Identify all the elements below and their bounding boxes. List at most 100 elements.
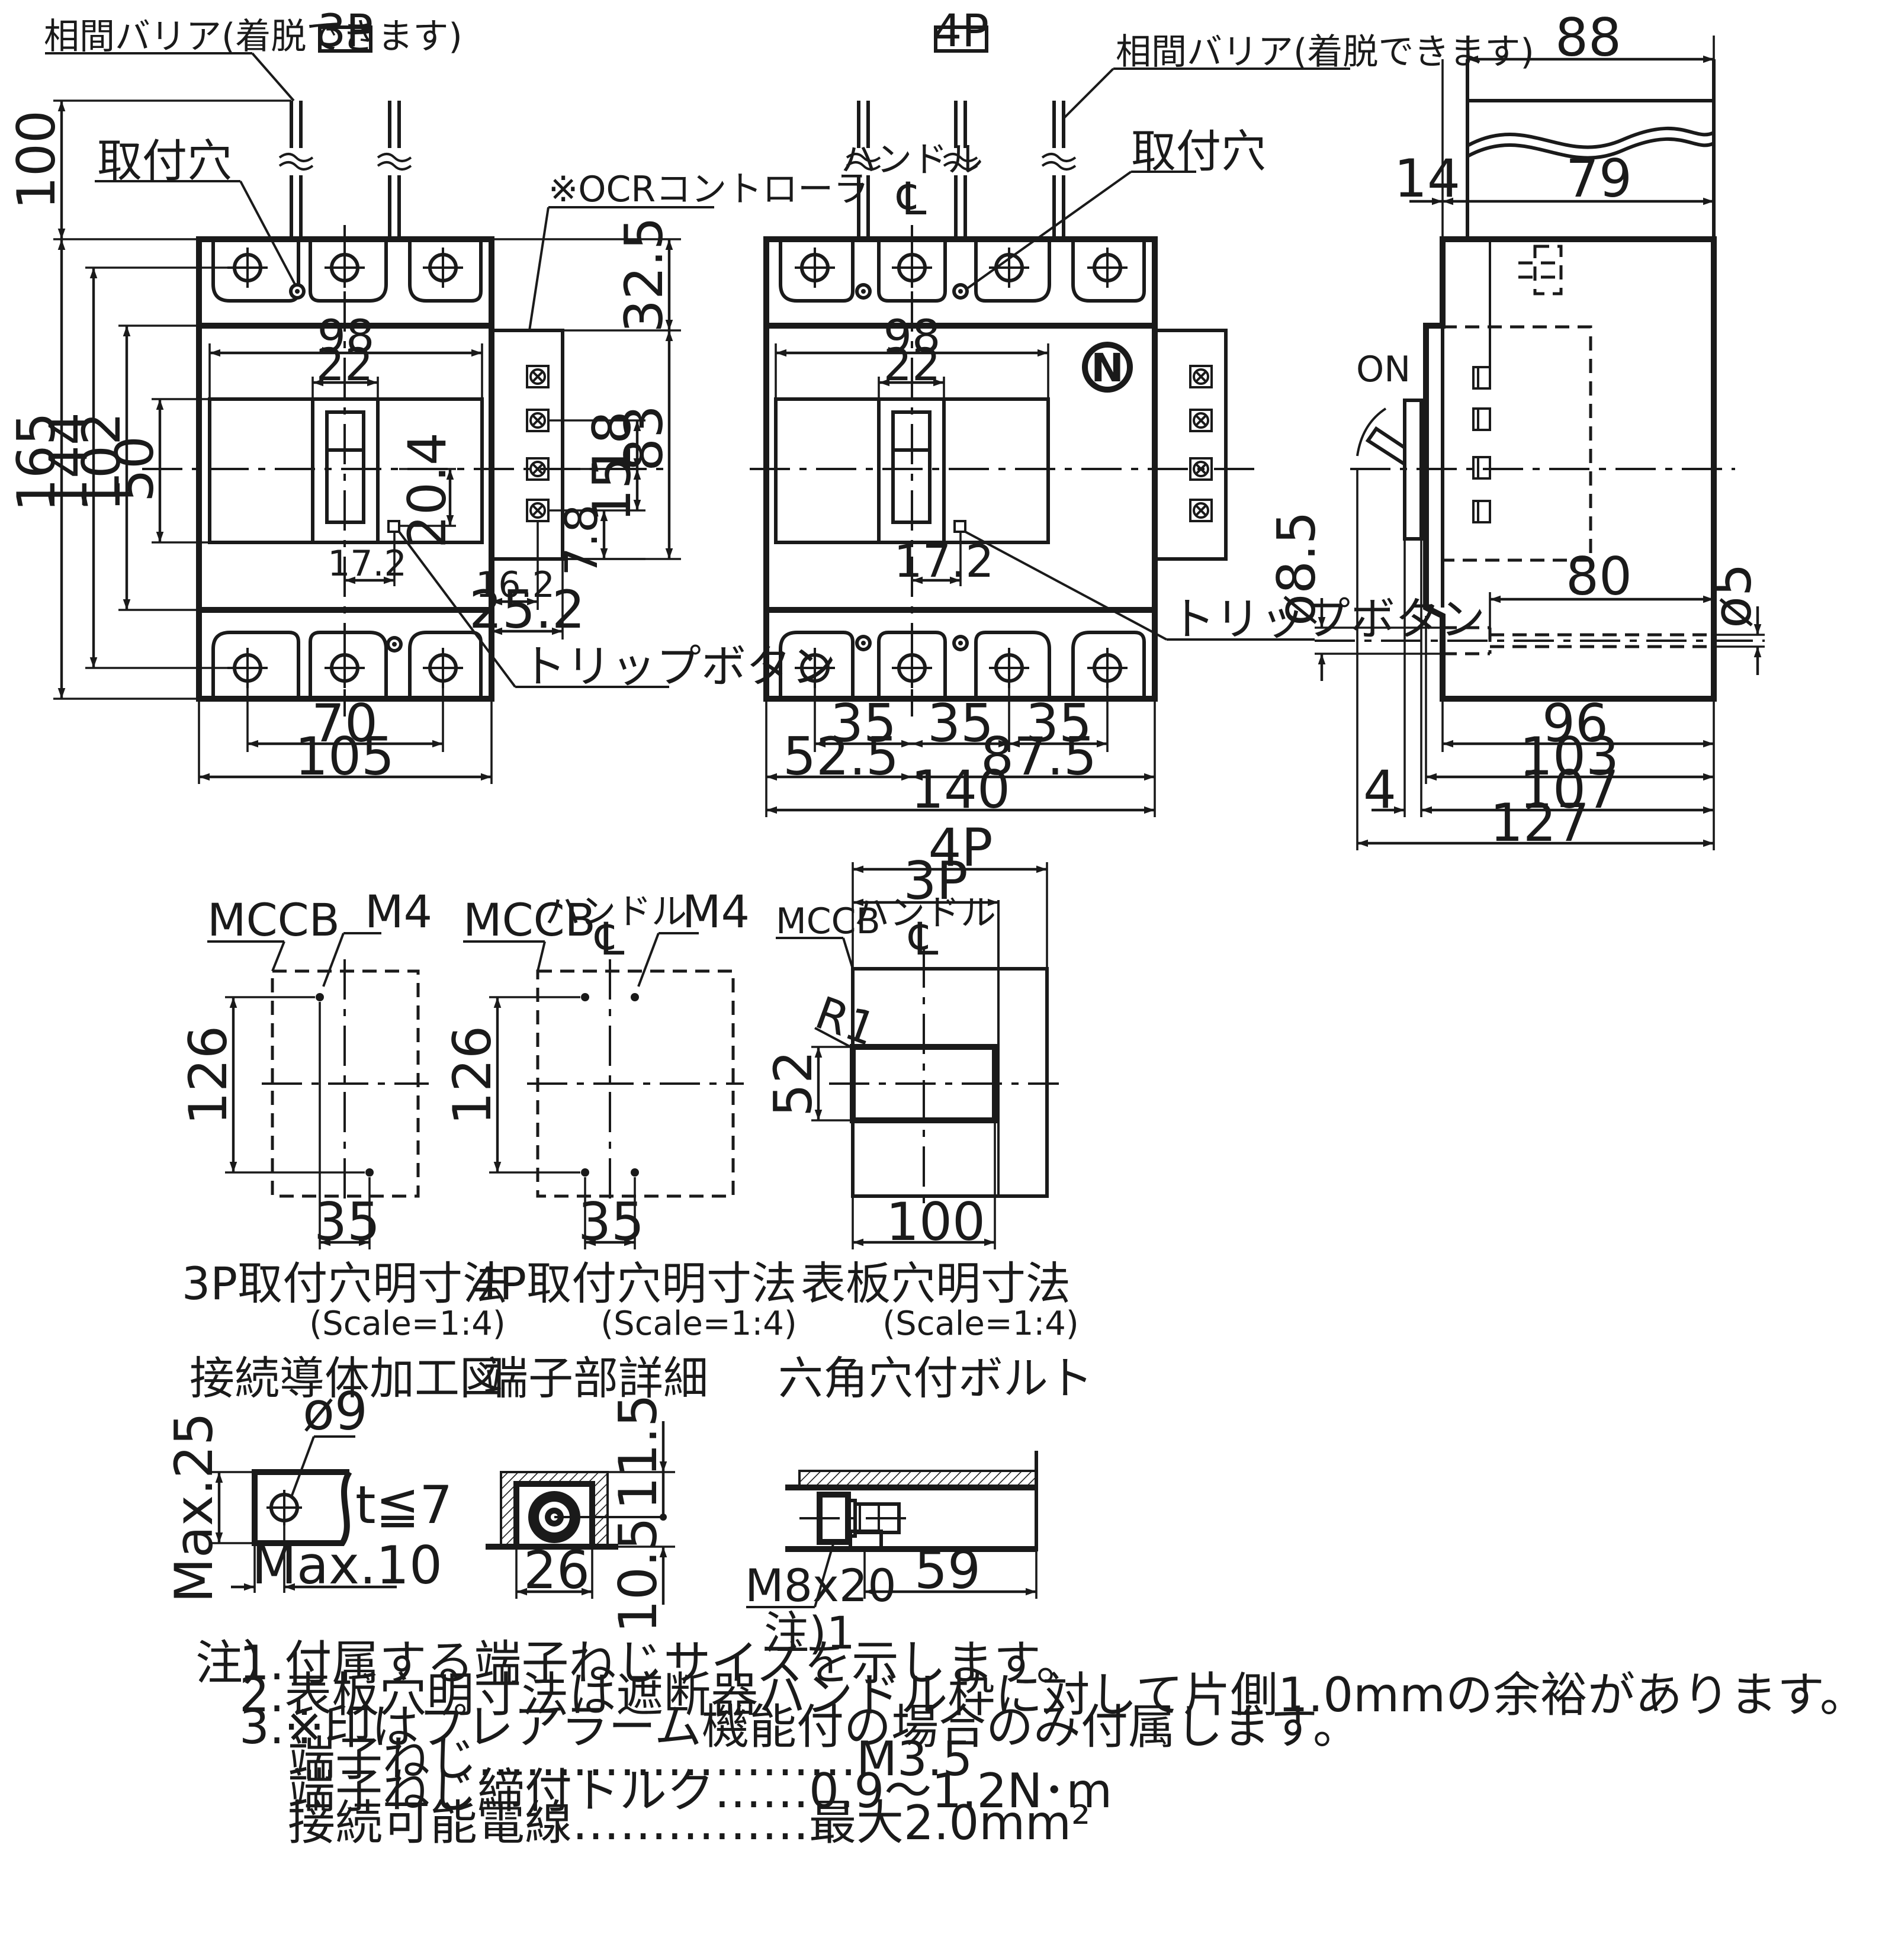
dim-70: 70 (311, 693, 378, 754)
notes-prefix: 注） (195, 1636, 290, 1691)
ocr-controller-3p (490, 329, 564, 561)
dim-max-10: Max.10 (252, 1535, 442, 1596)
cutout-3p: 126 35 MCCB M4 3P取付穴明寸法 (Scale=1:4) (178, 885, 508, 1343)
dim-126-4p: 126 (442, 1026, 503, 1125)
dim-26: 26 (523, 1540, 590, 1601)
label-box-3p (318, 25, 372, 53)
dim-17-2: 17.2 (327, 543, 407, 584)
dim-102: 102 (71, 412, 132, 512)
dim-35-4p-cutout: 35 (578, 1191, 644, 1252)
dim-127: 127 (1490, 792, 1589, 853)
dim-100: 100 (6, 110, 67, 210)
dim-87-5: 87.5 (981, 726, 1097, 787)
dim-35-a: 35 (830, 693, 897, 754)
panel-cutout-title: 表板穴明寸法 (801, 1257, 1071, 1310)
dim-140: 140 (911, 759, 1010, 820)
terminal-detail: 端子部詳細 11.5 10.5 26 (483, 1352, 708, 1633)
dim-50: 50 (104, 436, 165, 502)
dim-diameter-8-5: ø8.5 (1266, 511, 1327, 626)
centerline-mark-4p-top: ℄ (897, 172, 927, 225)
ocr-controller-4p (1153, 329, 1228, 561)
dim-107: 107 (1520, 759, 1619, 820)
dim-4p-width: 4P (928, 817, 993, 878)
mounting-hole-label-3p: 取付穴 (97, 134, 232, 187)
title-3p: 3P (317, 4, 373, 57)
conductor-drawing: 接続導体加工図 ø9 Max.25 Max.10 t≦7 (163, 1352, 505, 1603)
dim-88: 88 (1555, 7, 1621, 68)
dim-32-5: 32.5 (614, 217, 675, 333)
conductor-title: 接続導体加工図 (190, 1352, 505, 1405)
dim-35-c: 35 (1026, 693, 1092, 754)
centerline-mark-panel: ℄ (908, 912, 939, 965)
dim-16-2: 16.2 (476, 564, 555, 606)
ocr-controller-label: ※OCRコントローラ (548, 169, 869, 210)
hex-bolt-title: 六角穴付ボルト (778, 1352, 1093, 1405)
dim-22-4p: 22 (884, 338, 941, 391)
dim-22: 22 (316, 338, 374, 391)
dim-10-5: 10.5 (608, 1517, 669, 1633)
centerline-mark-4p-cutout: ℄ (595, 912, 625, 965)
cutout-4p: 126 35 MCCB M4 ハンドル ℄ 4P取付穴明寸法 (Scale=1:… (442, 885, 797, 1343)
side-view: ON (1266, 7, 1765, 853)
handle-label-panel: ハンドル (854, 892, 996, 934)
dim-11-5: 11.5 (608, 1394, 669, 1510)
cutout-4p-title: 4P取付穴明寸法 (471, 1257, 796, 1310)
note-1: 1.付属する端子ねじサイズを示します。 (239, 1636, 1084, 1691)
spec-terminal-screw: 端子ねじ……………………M3.5 (288, 1731, 972, 1787)
dim-52-5: 52.5 (783, 726, 899, 787)
note-ref-label: 注)1 (764, 1606, 855, 1659)
dim-35-3p-cutout: 35 (314, 1191, 380, 1252)
dim-20-4: 20.4 (397, 432, 458, 548)
dim-98: 98 (317, 310, 375, 362)
m4-label-4p: M4 (682, 885, 750, 938)
dim-59: 59 (914, 1540, 981, 1601)
dim-165: 165 (6, 412, 67, 512)
dim-35-b: 35 (927, 693, 994, 754)
dim-max-25: Max.25 (163, 1412, 224, 1603)
cutout-3p-scale: (Scale=1:4) (309, 1304, 505, 1343)
title-4p: 4P (933, 4, 989, 57)
terminal-detail-title: 端子部詳細 (483, 1352, 708, 1405)
dim-83: 83 (614, 405, 675, 471)
mccb-label-4p: MCCB (463, 894, 596, 946)
dim-98-4p: 98 (884, 310, 941, 362)
dim-25-2: 25.2 (469, 579, 585, 640)
cutout-4p-scale: (Scale=1:4) (600, 1304, 796, 1343)
mounting-hole-label-4p: 取付穴 (1131, 125, 1266, 178)
neutral-pole-mark: N (1091, 345, 1123, 391)
note-2: 2.表板穴明寸法は遮断器ハンドル枠に対して片側1.0mmの余裕があります。 (239, 1667, 1867, 1723)
trip-button-label-4p: トリップボタン (1170, 593, 1485, 645)
dim-100-cutout: 100 (886, 1191, 985, 1252)
panel-cutout-scale: (Scale=1:4) (882, 1304, 1078, 1343)
phase-barrier-label-4p: 相間バリア(着脱できます) (1116, 31, 1534, 73)
thickness-label: t≦7 (355, 1474, 452, 1535)
dim-4: 4 (1363, 759, 1396, 820)
spec-torque: 端子ねじ締付トルク……0.9〜1.2N･m (288, 1763, 1112, 1818)
spec-wire: 接続可能電線……………最大2.0mm² (288, 1795, 1090, 1850)
notes: 注） 1.付属する端子ねじサイズを示します。 2.表板穴明寸法は遮断器ハンドル枠… (195, 1636, 1867, 1850)
front-view-3p: 3P (6, 4, 869, 787)
dim-105: 105 (295, 726, 394, 787)
phase-barrier-label-3p: 相間バリア(着脱できます) (44, 16, 462, 57)
hex-bolt-detail: 六角穴付ボルト M8x20 注)1 59 (745, 1352, 1093, 1659)
handle-label-4p-cutout: ハンドル (545, 891, 687, 933)
dim-144: 144 (38, 412, 99, 512)
on-label: ON (1356, 349, 1411, 390)
dim-diameter-5: ø5 (1702, 563, 1763, 628)
mccb-label-3p: MCCB (207, 894, 340, 946)
dim-diameter-9: ø9 (303, 1381, 368, 1442)
dim-126-3p: 126 (178, 1026, 239, 1125)
note-3: 3.※印はプレアラーム機能付の場合のみ付属します。 (239, 1699, 1360, 1755)
dim-15: 15 (582, 456, 643, 522)
toggle-handle (1365, 426, 1406, 466)
dim-79: 79 (1566, 148, 1632, 209)
dim-14: 14 (1394, 148, 1460, 209)
dim-103: 103 (1520, 726, 1619, 787)
label-box-4p (934, 25, 988, 53)
dim-18: 18 (582, 411, 643, 477)
dim-52: 52 (763, 1050, 824, 1117)
panel-cutout: 4P 3P 52 100 ハンドル ℄ MCCB R1 表板穴明寸法 (Scal… (763, 817, 1079, 1343)
trip-button-label-3p: トリップボタン (521, 640, 836, 693)
dim-7-8: 7.8 (555, 505, 608, 576)
